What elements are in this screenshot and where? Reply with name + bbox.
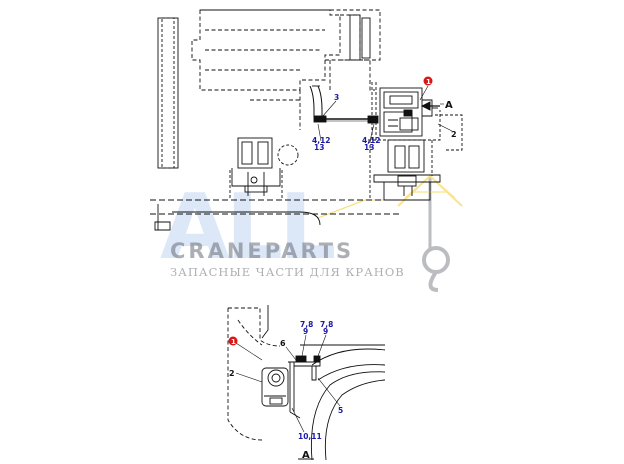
throttle-lever [309,85,327,123]
detail-callout-part-9-left: 9 [303,327,308,336]
frame-rails [150,199,400,231]
main-view [150,9,463,231]
detail-callout-part-2: 2 [229,369,235,378]
detail-callout-part-10-11: 10,11 [298,432,322,441]
view-a-arrow-label: A [445,100,453,111]
detail-curved-housing [261,305,386,461]
detail-view-title: A [302,450,310,460]
main-leaders [317,85,453,142]
callout-part-2: 2 [451,130,457,139]
detail-callout-part-9-right: 9 [323,327,328,336]
watermark-brand: CRANEPARTS [170,239,354,263]
detail-callout-part-7-8-left: 7,8 [300,320,313,329]
callout-part-13-left: 13 [314,143,324,152]
detail-callout-part-7-8-right: 7,8 [320,320,333,329]
engine-outline [191,9,381,130]
callout-part-4-12-right: 4,12 [362,136,381,145]
detail-actuator [261,367,289,407]
left-mount [229,137,299,200]
callout-part-1-badge-text: 1 [426,78,431,86]
detail-bracket [288,355,321,419]
callout-part-1-badge: 1 [423,76,433,86]
watermark: ALL CRANEPARTS ЗАПАСНЫЕ ЧАСТИ ДЛЯ КРАНОВ [160,174,463,292]
detail-background [227,307,281,441]
radiator-block [157,17,179,169]
detail-view [227,305,386,461]
actuator-bracket [368,82,463,151]
watermark-tagline: ЗАПАСНЫЕ ЧАСТИ ДЛЯ КРАНОВ [170,265,405,279]
watermark-logo-text: ALL [160,175,334,280]
governor-actuator [379,87,438,137]
callout-part-4-12-left: 4,12 [312,136,331,145]
callout-part-3: 3 [334,93,339,102]
view-a-arrow [420,101,440,111]
detail-leaders [235,334,341,433]
detail-callout-part-5: 5 [338,406,343,415]
right-mount [369,139,441,201]
throttle-cable [326,115,379,124]
callout-part-13-right: 13 [364,143,374,152]
detail-callout-part-6: 6 [280,339,286,348]
detail-callout-part-1-badge: 1 [228,336,238,346]
engine-tube [349,14,371,61]
detail-callout-part-1-badge-text: 1 [231,338,236,346]
